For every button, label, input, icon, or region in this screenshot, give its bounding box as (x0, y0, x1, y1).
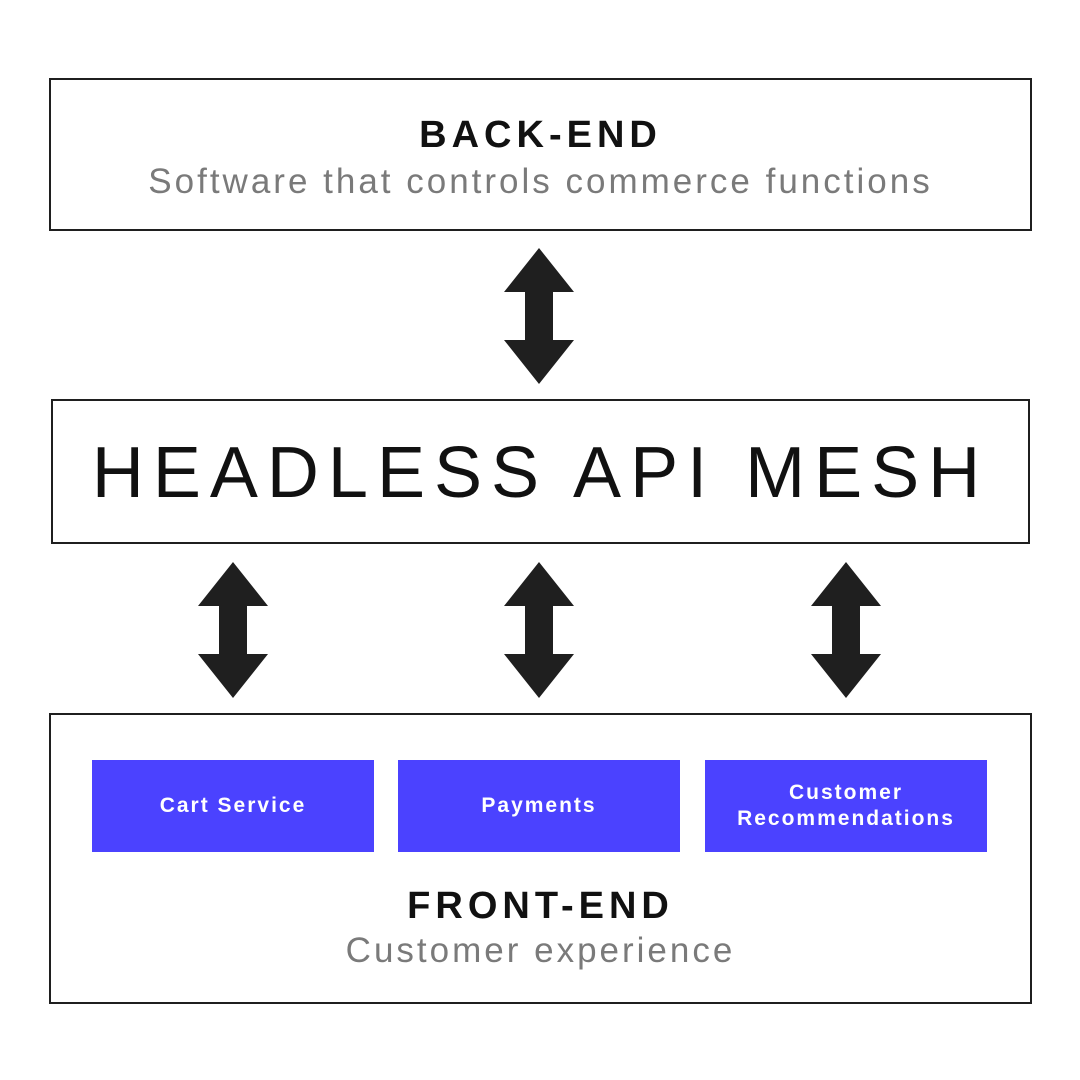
frontend-subtitle: Customer experience (345, 931, 736, 970)
backend-title: BACK-END (419, 114, 662, 156)
double-arrow-icon (811, 562, 881, 698)
service-label: Cart Service (159, 794, 307, 817)
backend-subtitle: Software that controls commerce function… (148, 162, 933, 201)
frontend-box: Cart Service Payments Customer Recommend… (49, 713, 1032, 1004)
frontend-title: FRONT-END (407, 885, 674, 927)
service-label: Payments (481, 794, 597, 817)
double-arrow-icon (504, 248, 574, 384)
backend-box: BACK-END Software that controls commerce… (49, 78, 1032, 231)
service-customer-recommendations: Customer Recommendations (705, 760, 987, 852)
api-mesh-title: HEADLESS API MESH (91, 433, 990, 513)
double-arrow-icon (504, 562, 574, 698)
api-mesh-box: HEADLESS API MESH (51, 399, 1030, 544)
double-arrow-icon (198, 562, 268, 698)
service-label: Customer Recommendations (737, 781, 955, 830)
service-cart: Cart Service (92, 760, 374, 852)
service-payments: Payments (398, 760, 680, 852)
